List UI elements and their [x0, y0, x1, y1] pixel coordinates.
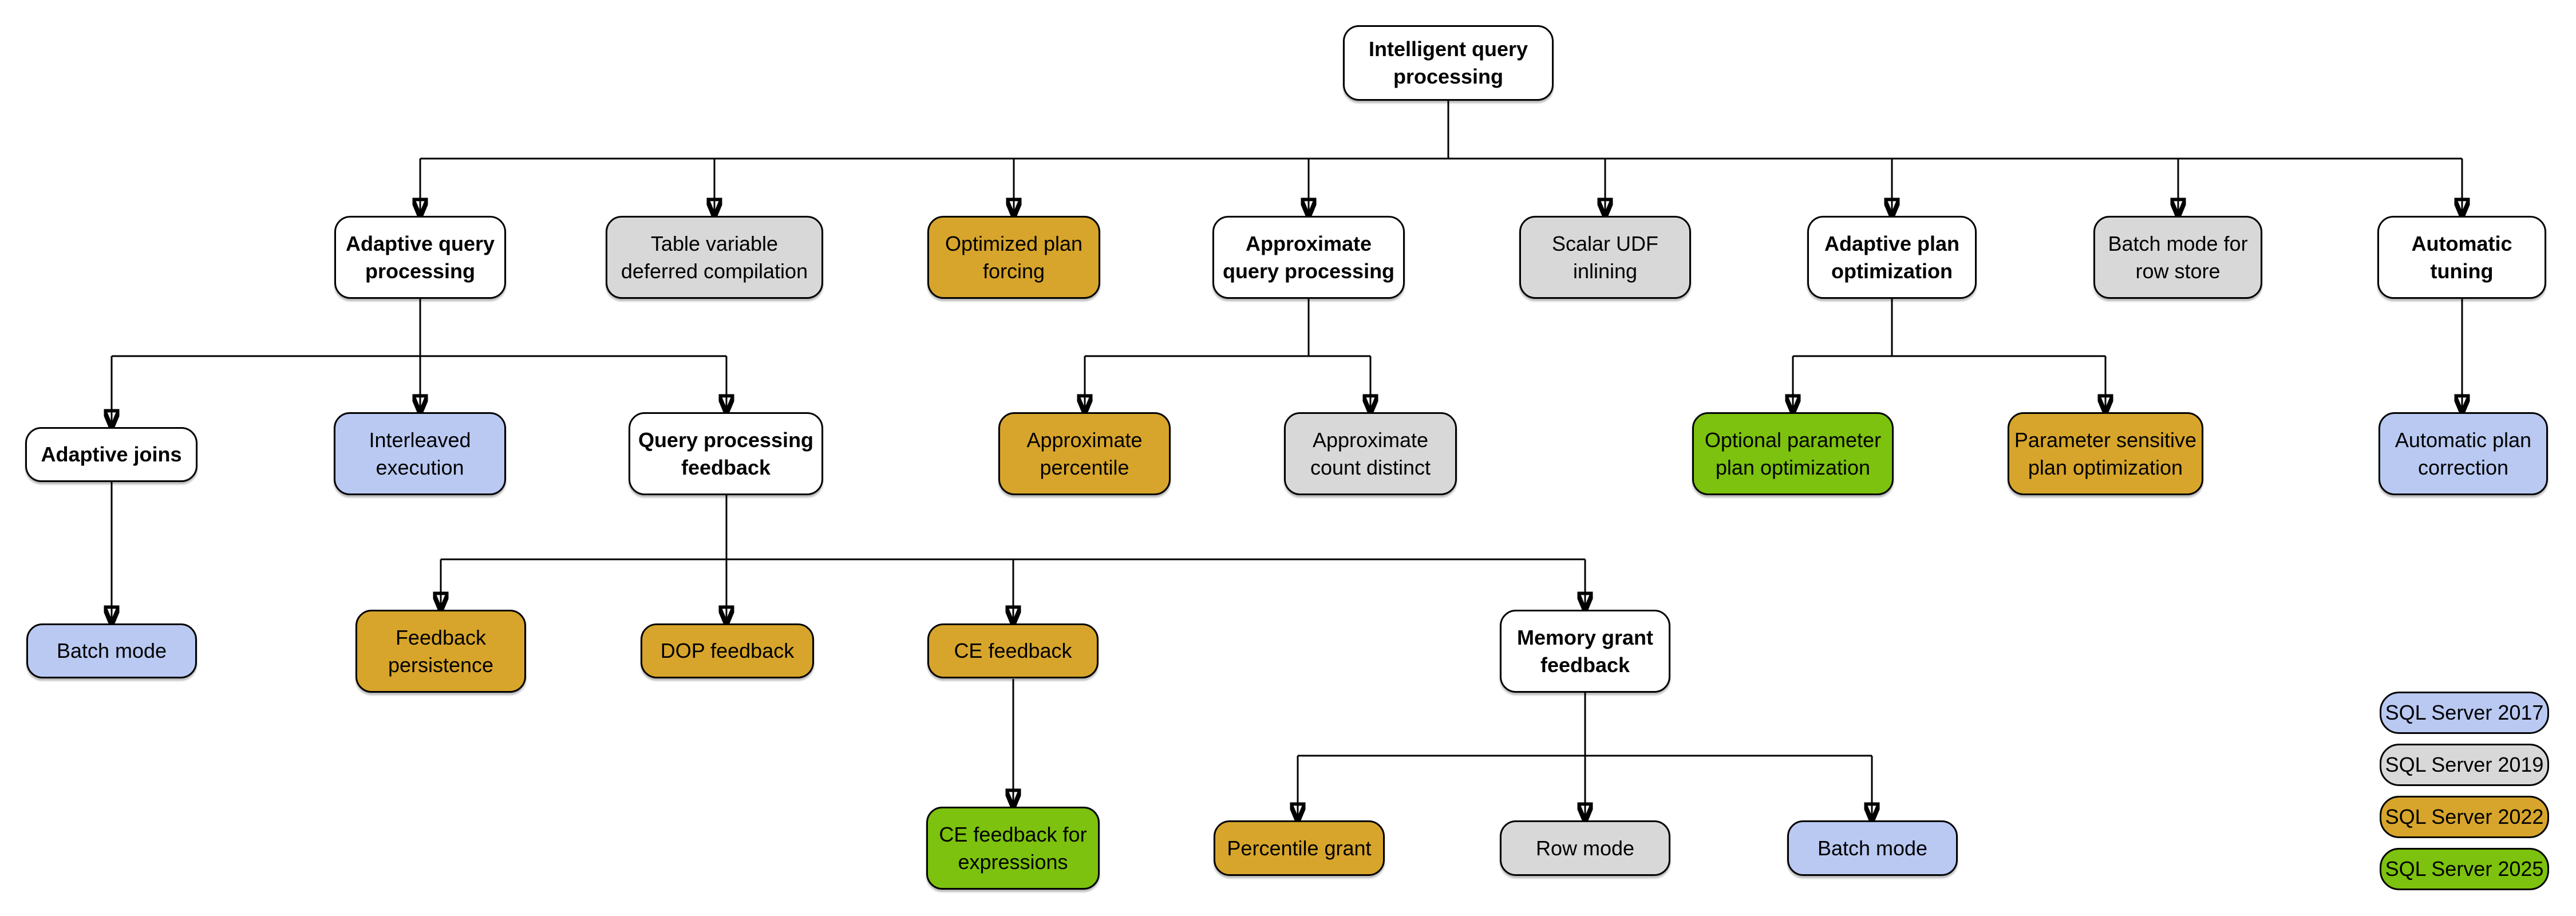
- node-percentile-grant: Percentile grant: [1214, 820, 1385, 876]
- legend-label: SQL Server 2019: [2385, 753, 2544, 776]
- legend-item-sql-server-2025: SQL Server 2025: [2380, 848, 2549, 890]
- node-table-variable-deferred-compilation: Table variable deferred compilation: [606, 216, 823, 299]
- node-label: Adaptive query processing: [345, 231, 495, 283]
- node-label: Optional parameter plan optimization: [1704, 428, 1882, 479]
- node-label: Interleaved execution: [369, 428, 471, 479]
- node-optional-parameter-plan-optimization: Optional parameter plan optimization: [1692, 412, 1894, 495]
- legend-label: SQL Server 2025: [2385, 857, 2544, 881]
- node-label: Approximate percentile: [1026, 428, 1143, 479]
- node-automatic-plan-correction: Automatic plan correction: [2379, 412, 2548, 495]
- node-label: Adaptive joins: [41, 443, 182, 466]
- node-interleaved-execution: Interleaved execution: [334, 412, 506, 495]
- legend-item-sql-server-2022: SQL Server 2022: [2380, 796, 2549, 838]
- node-label: CE feedback for expressions: [939, 822, 1087, 874]
- node-ce-feedback: CE feedback: [927, 623, 1099, 678]
- node-label: Approximate query processing: [1222, 231, 1395, 283]
- node-label: Approximate count distinct: [1310, 428, 1431, 479]
- node-feedback-persistence: Feedback persistence: [355, 610, 526, 693]
- node-label: Scalar UDF inlining: [1551, 231, 1659, 283]
- node-label: Table variable deferred compilation: [621, 231, 808, 283]
- node-label: Batch mode: [56, 639, 167, 662]
- node-adaptive-joins: Adaptive joins: [25, 427, 197, 482]
- node-batch-mode-for-row-store: Batch mode for row store: [2093, 216, 2262, 299]
- node-scalar-udf-inlining: Scalar UDF inlining: [1519, 216, 1691, 299]
- node-intelligent-query-processing: Intelligent query processing: [1343, 25, 1554, 101]
- node-adaptive-query-processing: Adaptive query processing: [334, 216, 506, 299]
- node-row-mode: Row mode: [1500, 820, 1670, 876]
- node-label: Memory grant feedback: [1516, 625, 1654, 677]
- node-label: Optimized plan forcing: [945, 231, 1083, 283]
- node-adaptive-plan-optimization: Adaptive plan optimization: [1807, 216, 1977, 299]
- node-label: Query processing feedback: [638, 428, 814, 479]
- node-label: Automatic plan correction: [2395, 428, 2532, 479]
- node-optimized-plan-forcing: Optimized plan forcing: [927, 216, 1100, 299]
- node-parameter-sensitive-plan-optimization: Parameter sensitive plan optimization: [2008, 412, 2203, 495]
- node-label: Feedback persistence: [388, 625, 494, 677]
- node-label: CE feedback: [954, 639, 1072, 662]
- node-label: Automatic tuning: [2411, 231, 2512, 283]
- legend-item-sql-server-2017: SQL Server 2017: [2380, 692, 2549, 734]
- node-approximate-percentile: Approximate percentile: [998, 412, 1171, 495]
- node-label: Batch mode: [1817, 836, 1928, 860]
- node-label: Adaptive plan optimization: [1824, 231, 1960, 283]
- legend-item-sql-server-2019: SQL Server 2019: [2380, 744, 2549, 786]
- node-memory-grant-feedback: Memory grant feedback: [1500, 610, 1670, 693]
- node-label: Intelligent query processing: [1368, 37, 1528, 88]
- legend-label: SQL Server 2022: [2385, 805, 2544, 828]
- node-batch-mode-adaptive-joins: Batch mode: [26, 623, 197, 678]
- legend-label: SQL Server 2017: [2385, 701, 2544, 724]
- node-approximate-query-processing: Approximate query processing: [1212, 216, 1405, 299]
- node-dop-feedback: DOP feedback: [641, 623, 814, 678]
- node-label: Percentile grant: [1227, 836, 1372, 860]
- node-ce-feedback-for-expressions: CE feedback for expressions: [926, 807, 1100, 890]
- node-label: DOP feedback: [660, 639, 795, 662]
- node-label: Batch mode for row store: [2108, 231, 2248, 283]
- node-approximate-count-distinct: Approximate count distinct: [1284, 412, 1457, 495]
- node-query-processing-feedback: Query processing feedback: [629, 412, 823, 495]
- node-label: Parameter sensitive plan optimization: [2014, 428, 2197, 479]
- node-batch-mode-memory-grant: Batch mode: [1787, 820, 1958, 876]
- node-automatic-tuning: Automatic tuning: [2377, 216, 2546, 299]
- node-label: Row mode: [1535, 836, 1635, 860]
